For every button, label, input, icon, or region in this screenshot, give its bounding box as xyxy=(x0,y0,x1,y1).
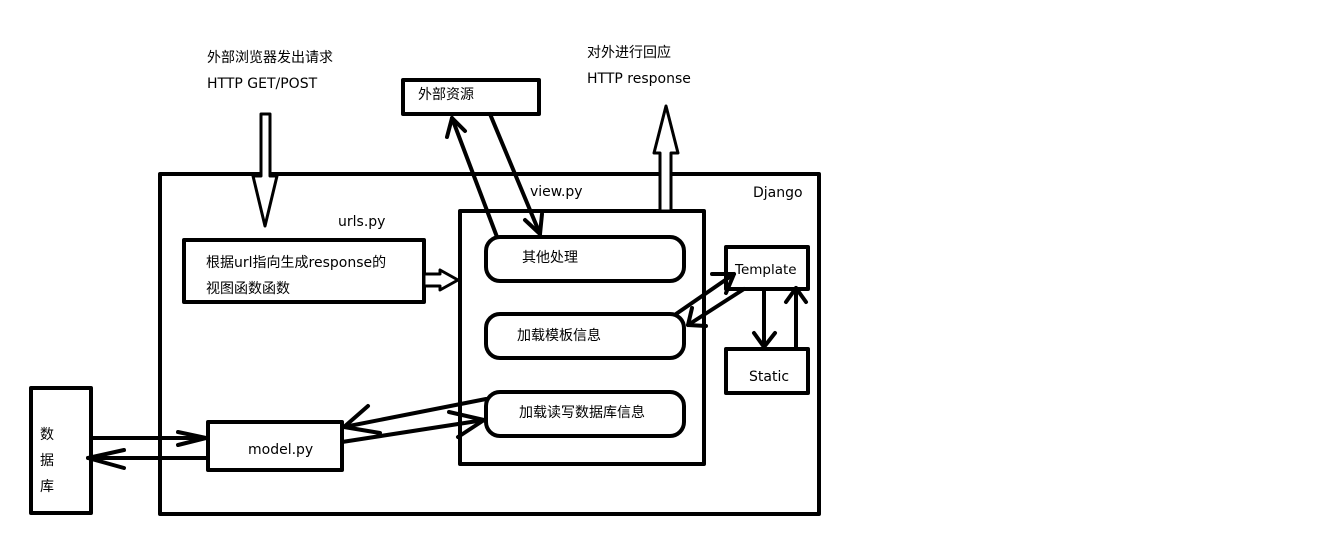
template-box xyxy=(724,245,810,291)
template-label: Template xyxy=(735,262,797,278)
request-label-line2: HTTP GET/POST xyxy=(207,76,318,92)
urls-box xyxy=(182,238,426,304)
urls-title: urls.py xyxy=(338,214,386,230)
database-label-char1: 数 xyxy=(40,427,54,443)
static-to-template-arrow xyxy=(784,286,808,351)
urls-desc-line2: 视图函数函数 xyxy=(206,281,290,297)
model-box xyxy=(206,420,344,472)
load-template-label: 加载模板信息 xyxy=(517,328,601,344)
other-processing-box xyxy=(484,235,686,283)
template-to-static-arrow xyxy=(752,287,777,349)
request-label-line1: 外部浏览器发出请求 xyxy=(207,50,333,66)
database-label-char3: 库 xyxy=(40,479,54,495)
database-to-model-arrow xyxy=(90,430,208,447)
response-label-line2: HTTP response xyxy=(587,71,691,87)
django-title: Django xyxy=(753,185,803,201)
database-label-char2: 据 xyxy=(40,453,54,469)
urls-to-view-arrow xyxy=(422,268,460,292)
django-container xyxy=(158,172,821,516)
to-external-arrow xyxy=(445,116,499,239)
other-processing-label: 其他处理 xyxy=(522,250,578,266)
static-box xyxy=(724,347,810,395)
model-to-db-info-arrow xyxy=(340,410,486,444)
external-resource-box xyxy=(401,78,541,116)
load-db-box xyxy=(484,390,686,438)
load-db-label: 加载读写数据库信息 xyxy=(519,405,645,421)
static-label: Static xyxy=(749,369,790,385)
view-title: view.py xyxy=(530,184,583,200)
to-template-arrow xyxy=(674,272,736,316)
database-box xyxy=(29,386,93,515)
from-external-arrow xyxy=(488,112,544,236)
model-label: model.py xyxy=(248,442,314,458)
view-box xyxy=(458,209,706,466)
from-template-arrow xyxy=(686,287,746,328)
db-info-to-model-arrow xyxy=(342,397,488,435)
external-resource-label: 外部资源 xyxy=(418,87,474,103)
model-to-database-arrow xyxy=(86,448,210,470)
request-arrow xyxy=(251,112,279,228)
response-label-line1: 对外进行回应 xyxy=(587,45,671,61)
response-arrow xyxy=(652,104,680,213)
load-template-box xyxy=(484,312,686,360)
urls-desc-line1: 根据url指向生成response的 xyxy=(206,255,387,271)
